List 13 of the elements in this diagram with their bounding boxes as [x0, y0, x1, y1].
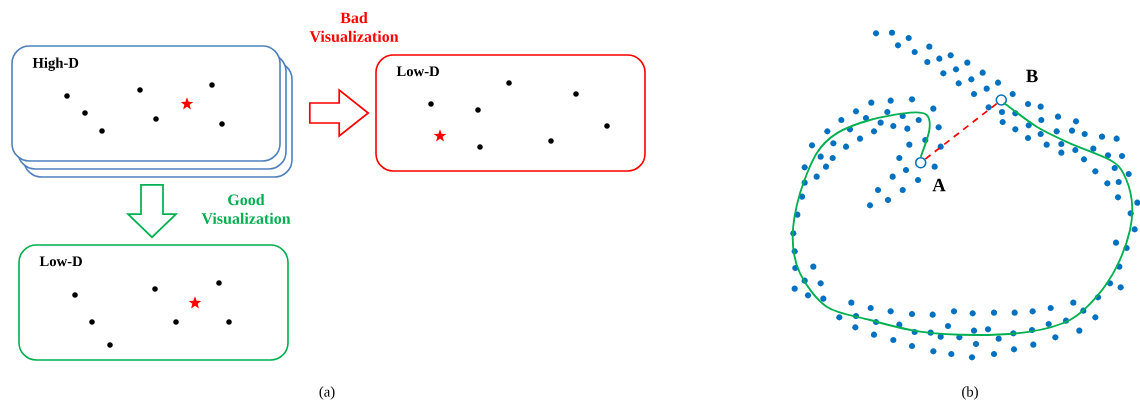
rounded-box: Low-D	[18, 244, 289, 361]
stacked-card: High-D	[11, 45, 293, 178]
block-arrow	[125, 183, 179, 239]
rounded-box: Low-D	[375, 54, 646, 172]
point-label: B	[1026, 69, 1038, 83]
panel-caption: (b)	[962, 386, 978, 400]
point-label: A	[932, 178, 946, 192]
panel-caption: (a)	[319, 386, 335, 400]
edge-label: Good Visualization	[201, 194, 291, 224]
curve-line	[791, 102, 1134, 336]
edge-label: Bad Visualization	[309, 12, 399, 42]
block-arrow	[308, 88, 370, 138]
dashed-line	[924, 102, 998, 160]
